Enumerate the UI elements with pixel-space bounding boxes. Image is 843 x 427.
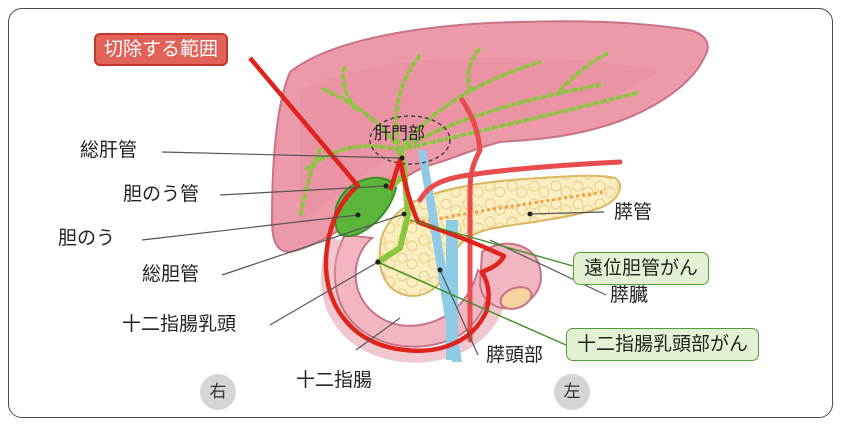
label-gallbladder: 胆のう [58,227,116,249]
hilum-label: 肝門部 [374,124,425,144]
green-leader-lines [379,219,574,346]
orientation-right: 右 [200,374,236,410]
label-cystic-duct: 胆のう管 [123,183,200,205]
label-pancreas: 膵臓 [610,284,649,306]
liver-shading [300,57,660,220]
hilum-oval [369,115,451,165]
label-pancreatic-duct: 膵管 [614,201,653,223]
ampullary-cancer-box: 十二指腸乳頭部がん [566,328,760,361]
orientation-left: 左 [554,374,590,410]
label-papilla: 十二指腸乳頭 [122,313,237,335]
label-duodenum: 十二指腸 [296,369,373,391]
resection-label: 切除する範囲 [94,33,229,66]
leader-dots [355,155,533,273]
intrahepatic-bile-ducts [298,46,642,217]
label-common-hepatic-duct: 総肝管 [80,139,138,161]
arteries [417,97,623,343]
label-common-bile-duct: 総胆管 [142,263,200,285]
resection-outline [248,56,507,353]
sm-vein [446,220,458,360]
jejunum-lumen [499,286,533,310]
label-pancreatic-head: 膵頭部 [486,344,544,366]
distal-bile-duct-cancer-box: 遠位胆管がん [573,252,710,285]
leader-lines [141,151,607,356]
